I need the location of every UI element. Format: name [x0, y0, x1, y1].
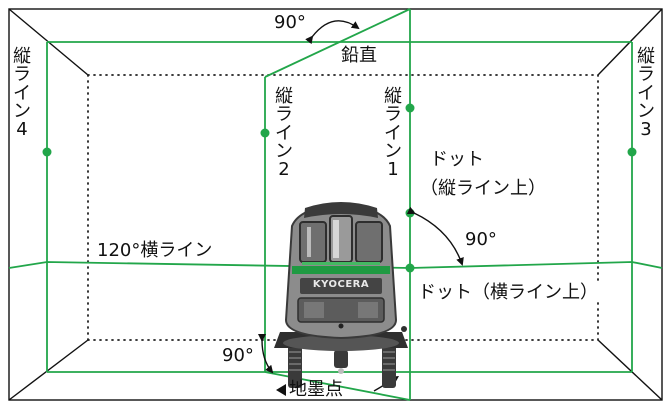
dot-on-vertical: [405, 208, 415, 218]
dot-on-horizontal: [405, 263, 415, 273]
label-angle-top: 90°: [272, 12, 308, 33]
top-angle-arrow: [305, 20, 360, 45]
label-dot-horizontal: ドット（横ライン上）: [416, 282, 600, 303]
device-brand-logo: KYOCERA: [312, 279, 370, 290]
dot-line-3: [627, 147, 637, 157]
label-vertical-line-1: 縦 ラ イ ン 1: [384, 86, 402, 181]
room-frame: [8, 8, 663, 401]
floor-edge-right: [597, 339, 663, 401]
dot-line-2: [260, 128, 270, 138]
label-dot-vertical-note: （縦ライン上）: [418, 178, 548, 199]
dot-line-4: [42, 147, 52, 157]
label-vertical-line-2: 縦 ラ イ ン 2: [275, 86, 293, 181]
label-horizontal-line: 120°横ライン: [95, 240, 215, 261]
label-vertical-line-3: 縦 ラ イ ン 3: [637, 46, 655, 141]
bottom-angle-arrow: [257, 333, 274, 374]
dot-line-1: [405, 103, 415, 113]
label-plumb: 鉛直: [339, 45, 379, 66]
label-ground-point: 地墨点: [289, 379, 343, 400]
laser-level-device: [274, 202, 408, 388]
right-angle-arrow: [406, 206, 464, 266]
angle-arrows: [257, 20, 464, 374]
back-wall: [87, 74, 599, 341]
floor-edge-left: [8, 339, 89, 401]
label-angle-bottom: 90°: [220, 345, 256, 366]
label-dot-vertical: ドット: [428, 149, 486, 170]
label-vertical-line-4: 縦 ラ イ ン 4: [13, 46, 31, 141]
ground-point-arrow: [276, 384, 286, 396]
room-outline: [8, 8, 663, 401]
label-angle-right: 90°: [463, 229, 499, 250]
